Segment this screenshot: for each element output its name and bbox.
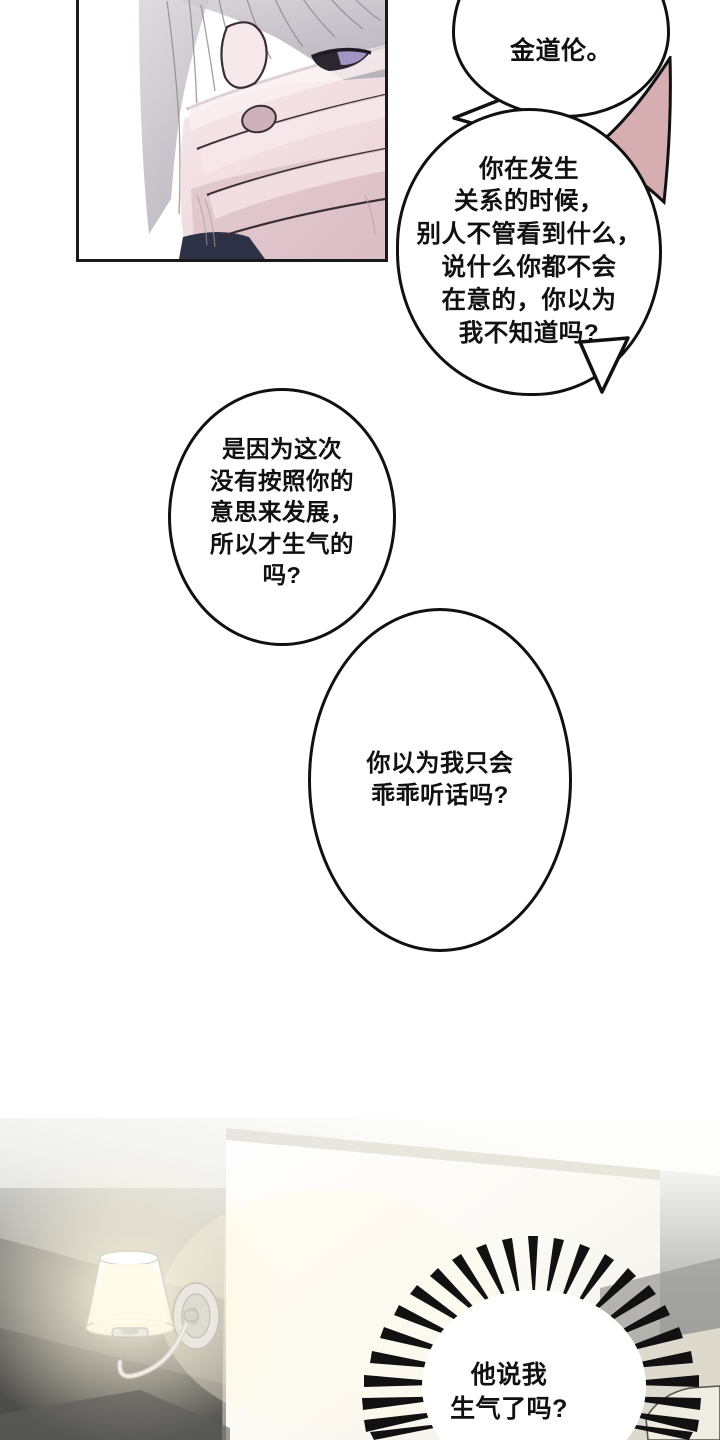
- face-closeup-illustration: [79, 0, 385, 259]
- speech-bubble-2-text: 你在发生 关系的时候， 别人不管看到什么， 说什么你都不会 在意的，你以为 我不…: [416, 155, 642, 347]
- speech-bubble-1-text: 金道伦。: [509, 37, 612, 66]
- burst-speech-bubble: [362, 1236, 701, 1440]
- comic-panel-face-closeup: [76, 0, 388, 262]
- speech-bubble-4-text: 你以为我只会 乖乖听话吗?: [366, 749, 514, 809]
- speech-bubble-2: 你在发生 关系的时候， 别人不管看到什么， 说什么你都不会 在意的，你以为 我不…: [396, 108, 662, 396]
- bedroom-scene-panel: [0, 1118, 720, 1440]
- speech-bubble-3: 是因为这次 没有按照你的 意思来发展， 所以才生气的 吗?: [168, 388, 396, 646]
- bedroom-illustration: [0, 1118, 720, 1440]
- bubble-2-tail: [578, 336, 630, 394]
- speech-bubble-4: 你以为我只会 乖乖听话吗?: [308, 608, 572, 952]
- speech-bubble-3-text: 是因为这次 没有按照你的 意思来发展， 所以才生气的 吗?: [210, 436, 354, 589]
- burst-bubble-text: 他说我 生气了吗?: [450, 1361, 568, 1423]
